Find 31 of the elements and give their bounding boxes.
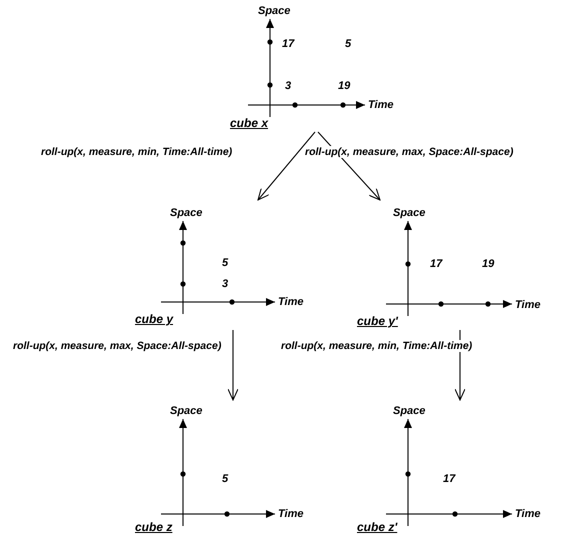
cube-label: cube z' (357, 521, 398, 533)
axis-label: Time (278, 508, 304, 520)
edge-label: roll-up(x, measure, max, Space:All-space) (304, 146, 514, 158)
cube-label: cube y' (357, 315, 398, 327)
axis-label: Space (393, 405, 426, 417)
edge-label: roll-up(x, measure, min, Time:All-time) (40, 146, 234, 158)
value-label: 5 (345, 38, 352, 50)
edge-label: roll-up(x, measure, max, Space:All-space) (12, 340, 222, 352)
value-label: 17 (443, 473, 456, 485)
cube-label: cube y (135, 313, 174, 325)
edge-label: roll-up(x, measure, min, Time:All-time) (280, 340, 474, 352)
cube-label: cube x (230, 117, 268, 129)
value-label: 17 (430, 258, 442, 270)
value-label: 5 (222, 473, 228, 485)
axis-label: Time (515, 508, 540, 520)
value-label: 5 (222, 257, 228, 269)
axis-label: Space (170, 405, 202, 417)
arrow (258, 132, 316, 200)
axis-label: Time (368, 99, 394, 111)
axis-label: Time (278, 296, 304, 308)
axis-label: Time (515, 299, 540, 311)
value-label: 3 (285, 80, 292, 92)
axis-label: Space (170, 207, 202, 219)
axis-label: Space (258, 5, 290, 17)
cube-label: cube z (135, 521, 172, 533)
value-label: 3 (222, 278, 228, 290)
value-label: 19 (482, 258, 494, 270)
value-label: 17 (282, 38, 294, 50)
arrow (228, 330, 238, 400)
value-label: 19 (338, 80, 350, 92)
axis-label: Space (393, 207, 426, 219)
